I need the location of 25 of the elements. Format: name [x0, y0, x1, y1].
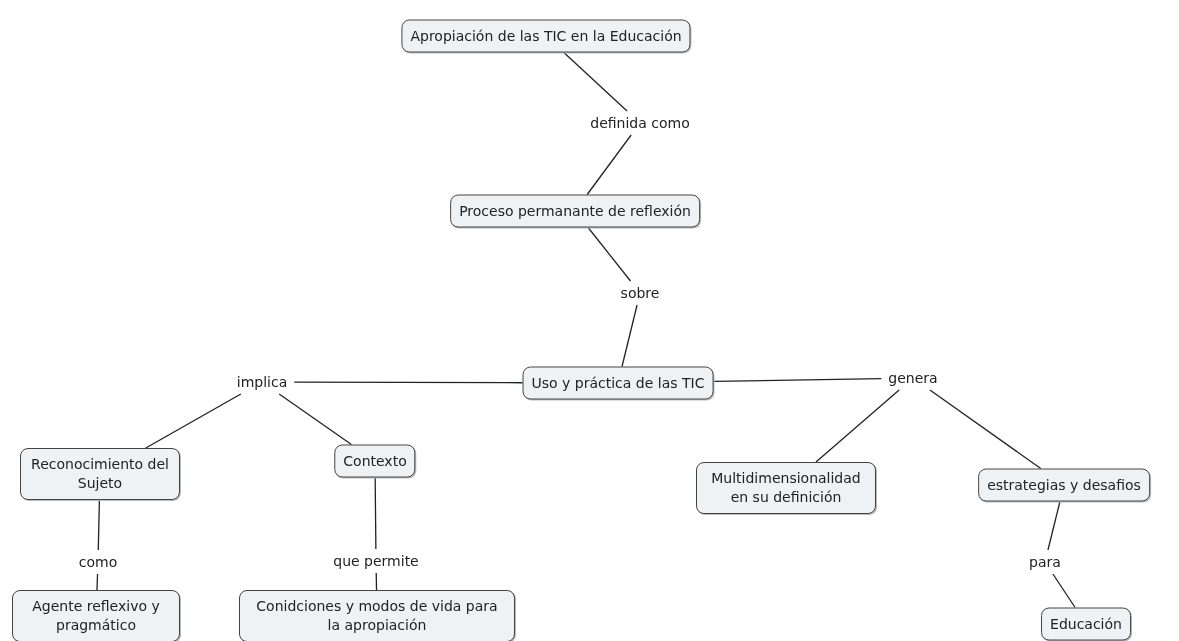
concept-box: Uso y práctica de las TIC — [522, 366, 714, 400]
concept-box: Multidimensionalidad en su definición — [696, 462, 876, 514]
connector-line — [1047, 500, 1061, 551]
connector-line — [1052, 573, 1076, 609]
concept-box: Contexto — [334, 444, 416, 478]
connector-line — [621, 304, 638, 368]
connector-line — [293, 381, 524, 384]
concept-box: estrategias y desafios — [978, 468, 1150, 502]
concept-box: Proceso permanante de reflexión — [450, 194, 700, 228]
connector-line — [563, 51, 628, 112]
concept-box: Conidciones y modos de vida para la apropiación — [239, 590, 515, 641]
connector-line — [587, 226, 632, 282]
connector-line — [374, 476, 377, 550]
connector-line — [815, 389, 900, 463]
connector-line — [278, 393, 353, 446]
connector-line — [929, 389, 1042, 470]
connector-line — [96, 573, 99, 591]
connector-line — [145, 393, 242, 449]
concept-box: Agente reflexivo y pragmático — [12, 590, 180, 641]
concept-box: Educación — [1041, 607, 1131, 641]
concept-box: Apropiación de las TIC en la Educación — [401, 19, 691, 53]
connector-line — [712, 377, 882, 383]
concept-box: Reconocimiento del Sujeto — [20, 448, 180, 500]
connector-line — [586, 134, 632, 196]
connector-line — [97, 499, 101, 551]
